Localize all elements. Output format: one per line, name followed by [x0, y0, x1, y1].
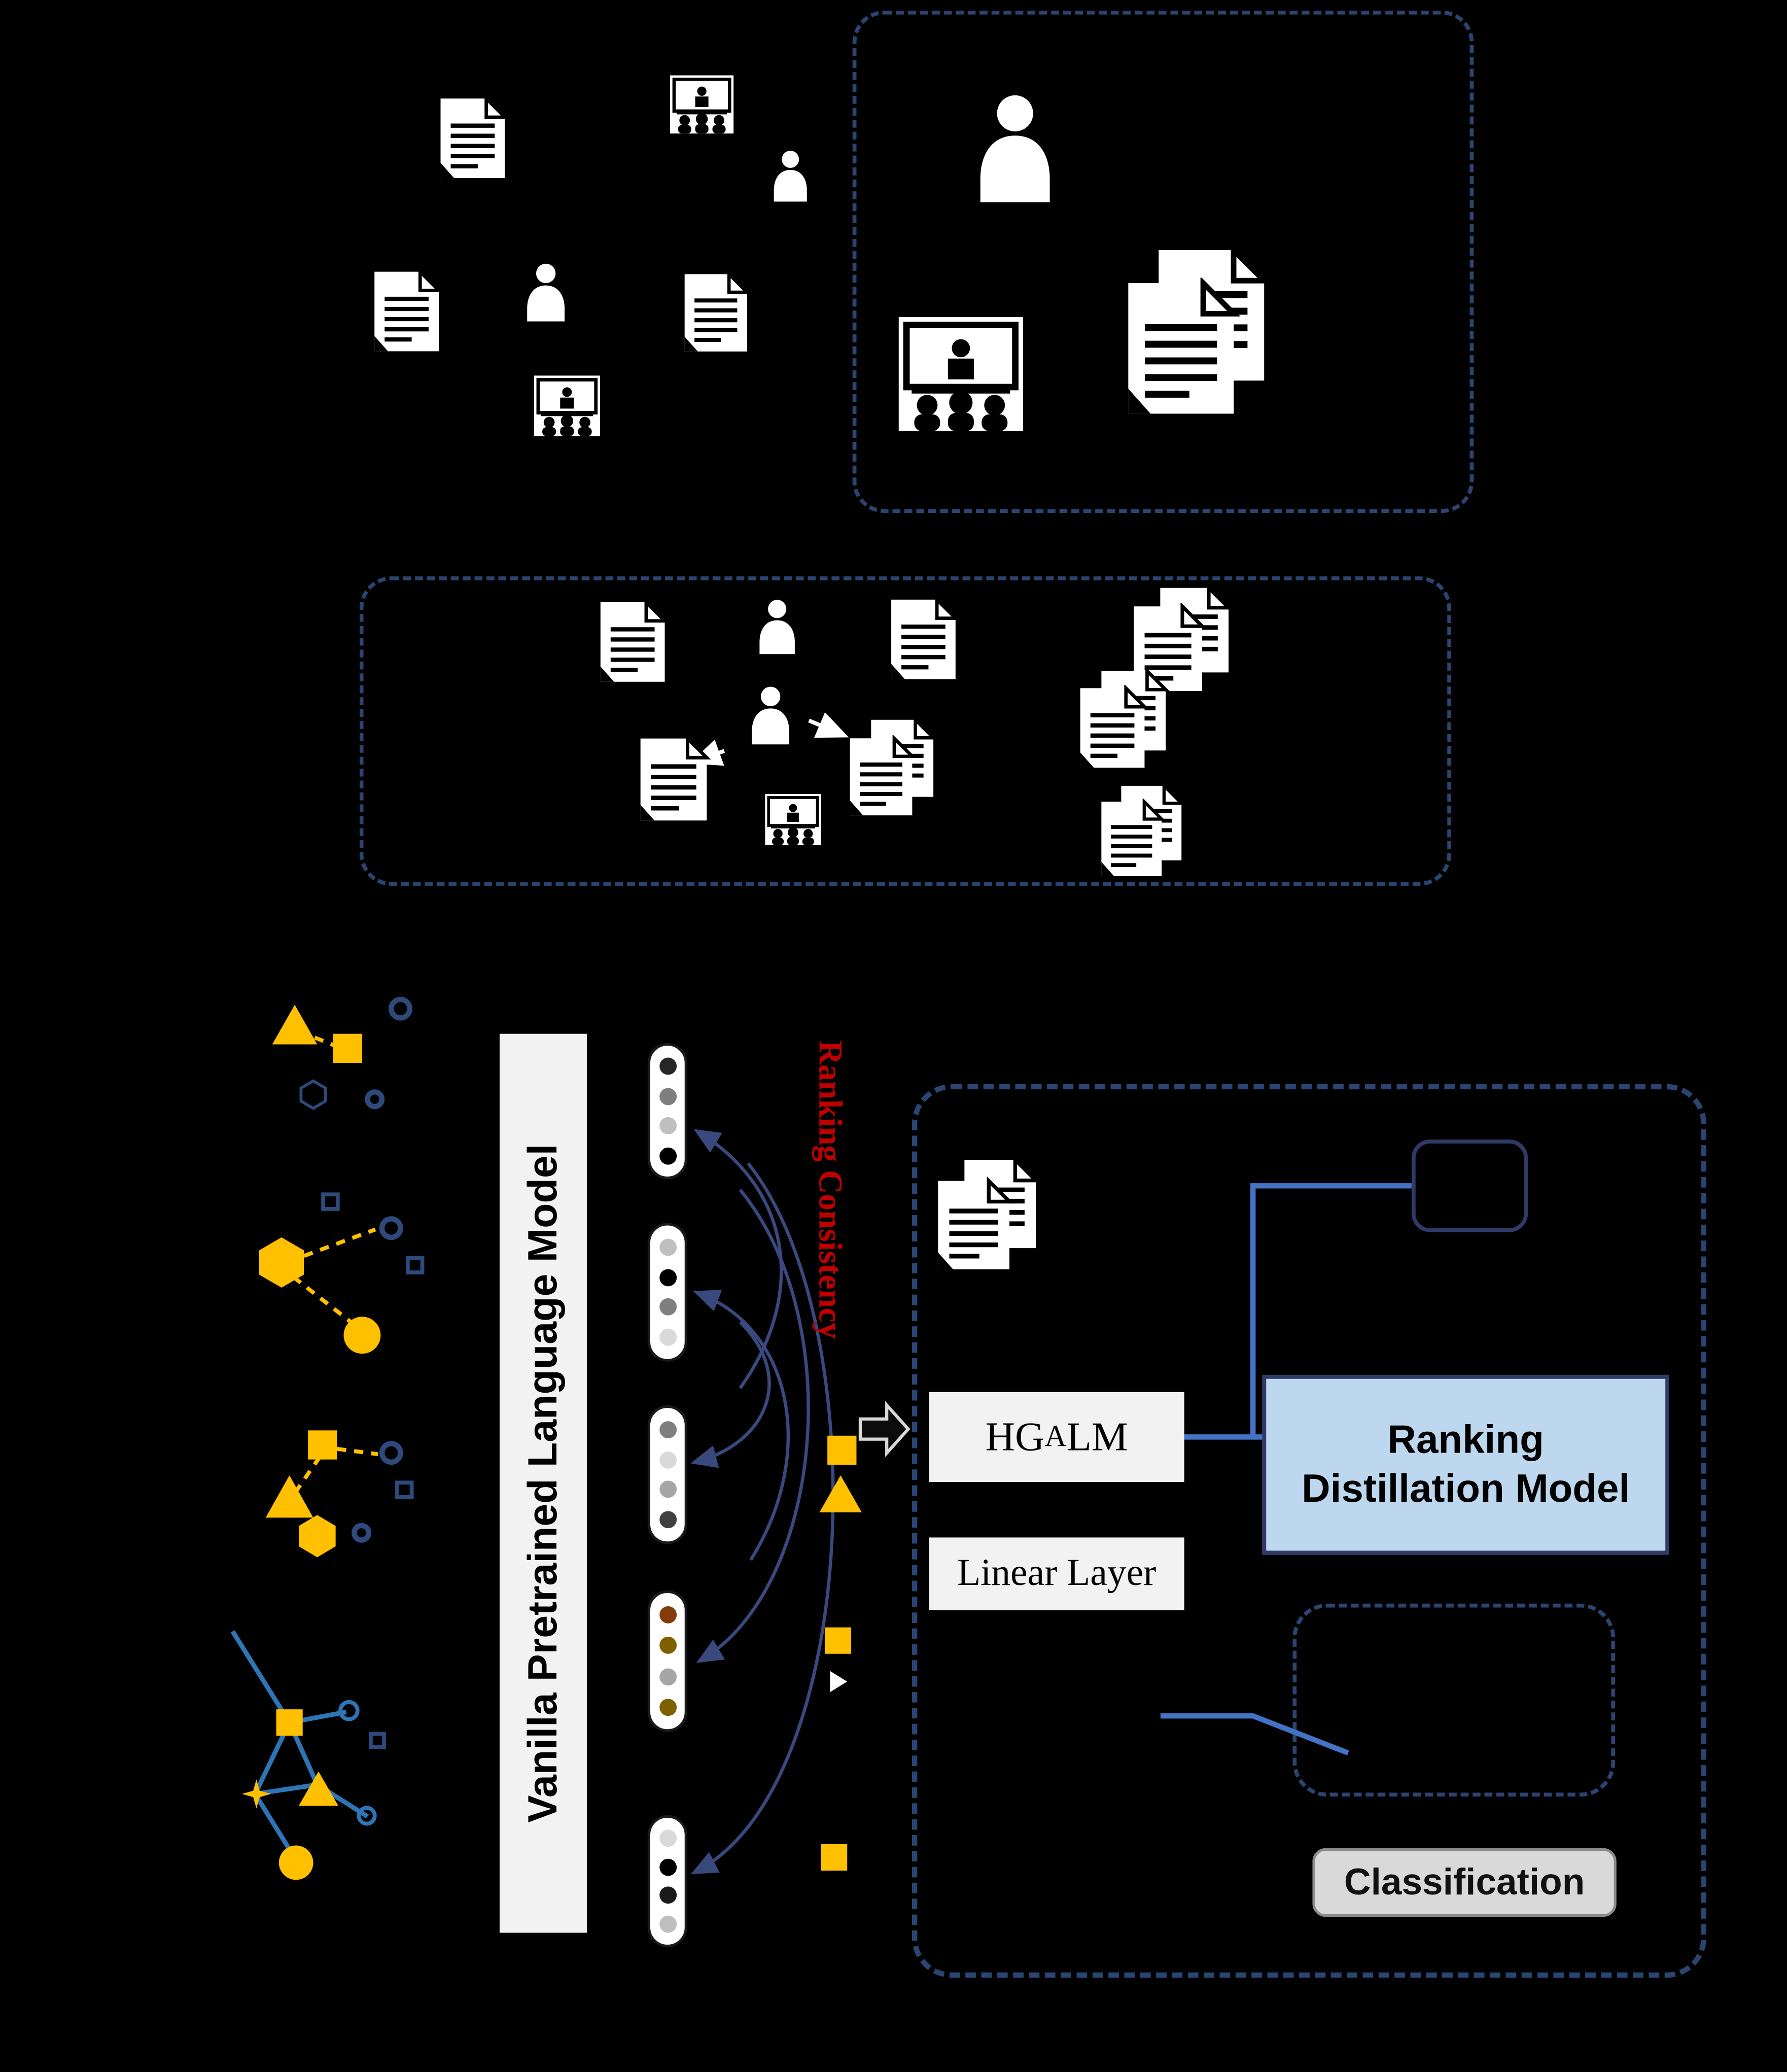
embedding-dot: [658, 1481, 676, 1499]
ring-node: [379, 1441, 403, 1465]
embedding-capsule: [647, 1590, 687, 1732]
hexagon-outline-node: [299, 1079, 328, 1111]
square-node: [333, 1033, 362, 1063]
hexagon-node: [298, 1515, 336, 1558]
paper-icon: [632, 735, 714, 822]
ring-node: [338, 1700, 360, 1721]
ring-node: [379, 1216, 403, 1240]
venue-group-box: [852, 10, 1474, 513]
author-icon: [748, 682, 793, 748]
author-icon: [523, 259, 569, 325]
ring-node: [352, 1523, 372, 1543]
embedding-dot: [658, 1829, 676, 1847]
embedding-capsule: [647, 1043, 687, 1180]
venue-icon: [669, 74, 734, 135]
author-icon: [770, 146, 810, 206]
square-node: [308, 1430, 337, 1460]
classification-label: Classification: [1344, 1861, 1585, 1903]
square-outline-node: [395, 1480, 414, 1499]
embedding-dot: [658, 1147, 676, 1164]
embedding-dot: [658, 1668, 676, 1685]
paper-neighborhood-box: [359, 576, 1452, 886]
vanilla-plm-box: [499, 1033, 587, 1933]
embedding-dot: [658, 1916, 676, 1933]
play-triangle-icon: [830, 1671, 848, 1693]
embedding-dot: [658, 1421, 676, 1438]
rdm-label-line2: Distillation Model: [1302, 1467, 1630, 1511]
hgalm-label-pre: HG: [985, 1413, 1045, 1460]
venue-icon: [764, 788, 822, 851]
ring-node: [365, 1089, 385, 1110]
embedding-dot: [658, 1268, 676, 1286]
embedding-dot: [658, 1887, 676, 1905]
square-node: [824, 1627, 852, 1654]
paper-stack-icon: [1117, 245, 1276, 423]
embedding-capsule: [647, 1223, 687, 1362]
paper-icon: [592, 599, 671, 683]
paper-icon: [367, 268, 444, 353]
venue-icon: [533, 374, 601, 437]
star-node: [241, 1779, 271, 1809]
square-node: [821, 1844, 848, 1871]
block-arrow-icon: [856, 1399, 912, 1460]
triangle-node: [298, 1771, 339, 1806]
circle-node: [278, 1845, 313, 1880]
embedding-dot: [658, 1238, 676, 1256]
embedding-capsule: [647, 1405, 687, 1544]
vanilla-plm-label: Vanilla Pretrained Language Model: [519, 1144, 566, 1823]
triangle-node: [265, 1475, 313, 1518]
rdm-label-line1: Ranking: [1387, 1418, 1544, 1462]
paper-stack-icon: [930, 1155, 1041, 1274]
classification-box: Classification: [1312, 1848, 1617, 1917]
embedding-dot: [658, 1117, 676, 1135]
paper-stack-icon: [1073, 668, 1171, 771]
embedding-dot: [658, 1858, 676, 1876]
output-node-box: [1411, 1139, 1528, 1232]
ring-node: [389, 996, 412, 1021]
venue-icon: [896, 304, 1026, 444]
ring-node: [357, 1806, 377, 1826]
embedding-dot: [658, 1698, 676, 1716]
paper-stack-icon: [1095, 783, 1187, 878]
embedding-dot: [658, 1606, 676, 1624]
linear-layer-label: Linear Layer: [957, 1552, 1157, 1595]
paper-stack-icon: [843, 716, 938, 817]
author-icon: [973, 92, 1058, 203]
embedding-dot: [658, 1298, 676, 1316]
paper-icon: [434, 95, 510, 180]
auxiliary-dashed-box: [1292, 1603, 1616, 1797]
triangle-node: [272, 1005, 318, 1045]
hexagon-node: [259, 1237, 304, 1288]
hgalm-label-smallcap: A: [1044, 1420, 1067, 1453]
square-outline-node: [368, 1732, 386, 1749]
embedding-dot: [658, 1087, 676, 1105]
square-outline-node: [321, 1192, 340, 1211]
square-node: [276, 1709, 303, 1736]
hgalm-label-post: LM: [1066, 1413, 1128, 1460]
square-outline-node: [405, 1256, 425, 1274]
paper-icon: [678, 268, 752, 356]
graph-solid-edges: [230, 1630, 369, 1861]
ranking-distillation-box: Ranking Distillation Model: [1262, 1374, 1669, 1555]
ranking-consistency-label: Ranking Consistency: [811, 1041, 848, 1339]
embedding-dot: [658, 1637, 676, 1654]
embedding-capsule: [647, 1815, 687, 1948]
embedding-dot: [658, 1451, 676, 1468]
embedding-dot: [658, 1058, 676, 1076]
paper-icon: [883, 596, 962, 681]
linear-layer-box: Linear Layer: [929, 1537, 1184, 1610]
embedding-dot: [658, 1511, 676, 1529]
author-icon: [756, 595, 798, 659]
triangle-node: [819, 1475, 862, 1512]
distillation-panel-box: [912, 1084, 1706, 1978]
embedding-dot: [658, 1329, 676, 1346]
circle-node: [343, 1317, 381, 1354]
square-node: [827, 1435, 857, 1465]
